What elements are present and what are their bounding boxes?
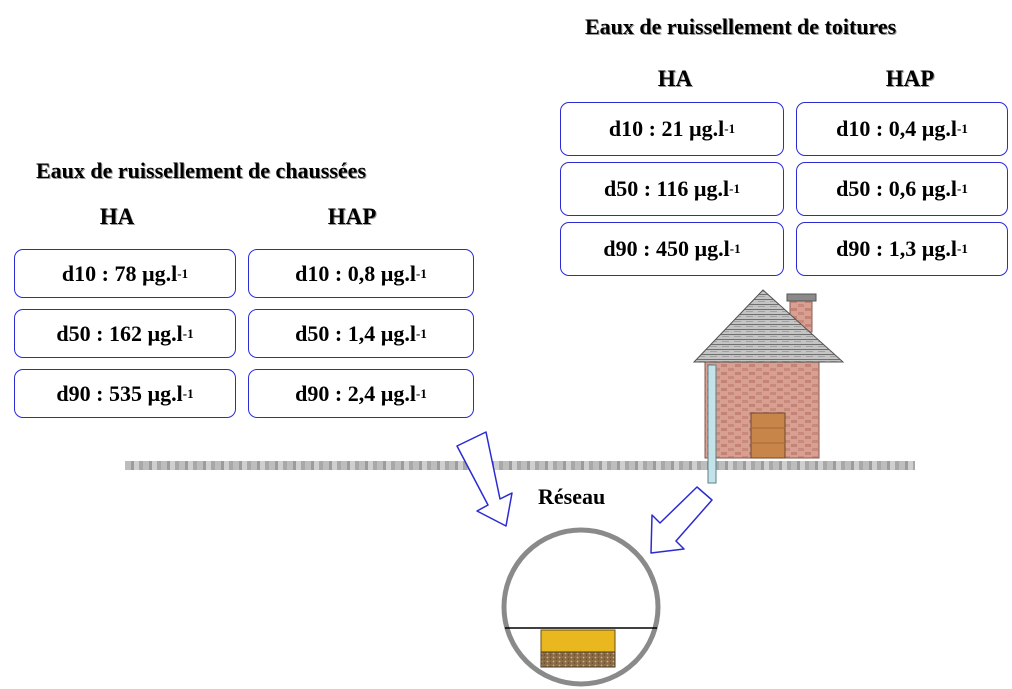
roofs-title: Eaux de ruissellement de toitures: [585, 14, 897, 39]
roads-hap-d10-box: d10 : 0,8 µg.l-1: [248, 249, 474, 298]
roofs-col-ha: HA: [657, 66, 693, 91]
roads-ha-d90-box: d90 : 535 µg.l-1: [14, 369, 236, 418]
roads-col-hap: HAP: [327, 204, 377, 229]
chimney-cap: [786, 293, 817, 302]
roads-ha-d50-box: d50 : 162 µg.l-1: [14, 309, 236, 358]
downpipe: [707, 364, 717, 484]
network-label: Réseau: [538, 484, 606, 509]
house-roof: [692, 289, 845, 363]
roads-title: Eaux de ruissellement de chaussées: [36, 158, 366, 183]
roofs-col-hap: HAP: [885, 66, 935, 91]
pipe-cross-section: [501, 527, 661, 687]
roads-ha-d10-box: d10 : 78 µg.l-1: [14, 249, 236, 298]
roads-col-ha: HA: [99, 204, 135, 229]
roofs-ha-d50-box: d50 : 116 µg.l-1: [560, 162, 784, 216]
roofs-ha-d10-box: d10 : 21 µg.l-1: [560, 102, 784, 156]
roofs-hap-d90-box: d90 : 1,3 µg.l-1: [796, 222, 1008, 276]
roofs-hap-d10-box: d10 : 0,4 µg.l-1: [796, 102, 1008, 156]
sediment-lower-layer: [540, 651, 616, 668]
road-arrow-icon: [456, 431, 513, 527]
house-illustration: [692, 289, 845, 484]
roof-arrow-icon: [650, 486, 713, 554]
roofs-ha-d90-box: d90 : 450 µg.l-1: [560, 222, 784, 276]
ground-surface: [125, 461, 915, 470]
roads-hap-d90-box: d90 : 2,4 µg.l-1: [248, 369, 474, 418]
roofs-hap-d50-box: d50 : 0,6 µg.l-1: [796, 162, 1008, 216]
house-door: [750, 412, 786, 459]
roads-hap-d50-box: d50 : 1,4 µg.l-1: [248, 309, 474, 358]
sediment-upper-layer: [540, 629, 616, 653]
